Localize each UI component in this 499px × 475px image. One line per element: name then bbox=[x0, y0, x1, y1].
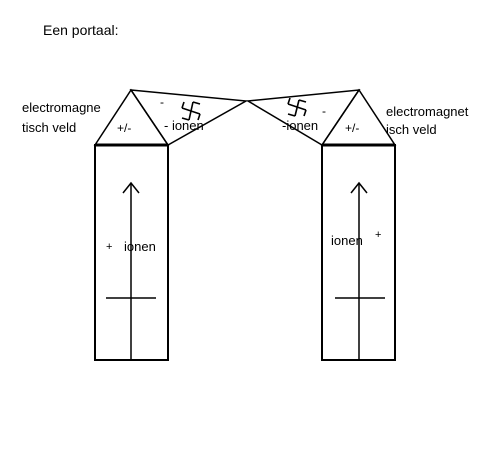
right-field-label-line2: isch veld bbox=[386, 122, 437, 137]
left-roof-triangle bbox=[93, 88, 170, 146]
right-arrow-head bbox=[350, 181, 368, 194]
right-roof: +/- - -ionen electromagnet isch veld bbox=[245, 88, 469, 147]
left-positive-ions-label: ionen bbox=[124, 239, 156, 254]
right-minus-sign: - bbox=[322, 104, 326, 118]
right-arm-triangle bbox=[245, 89, 361, 147]
left-roof: +/- - - ionen electromagne tisch veld bbox=[22, 88, 249, 146]
right-negative-ions-label: -ionen bbox=[282, 118, 318, 133]
right-symbol-icon bbox=[287, 97, 307, 117]
left-tower: + ionen bbox=[94, 143, 169, 361]
right-plus-sign: + bbox=[375, 229, 381, 241]
diagram-title: Een portaal: bbox=[43, 22, 119, 38]
left-minus-sign: - bbox=[160, 95, 164, 109]
left-negative-ions-label: - ionen bbox=[164, 118, 204, 133]
left-field-label-line1: electromagne bbox=[22, 100, 101, 115]
left-plus-sign: + bbox=[106, 241, 112, 253]
left-field-label-line2: tisch veld bbox=[22, 120, 76, 135]
right-field-label-line1: electromagnet bbox=[386, 104, 469, 119]
right-roof-triangle bbox=[320, 88, 397, 146]
left-polarity-label: +/- bbox=[117, 121, 131, 135]
left-arm-triangle bbox=[129, 89, 249, 146]
right-positive-ions-label: ionen bbox=[331, 233, 363, 248]
right-polarity-label: +/- bbox=[345, 121, 359, 135]
right-tower: ionen + bbox=[321, 143, 396, 361]
left-symbol-icon bbox=[181, 101, 201, 121]
left-arrow-head bbox=[122, 181, 140, 194]
